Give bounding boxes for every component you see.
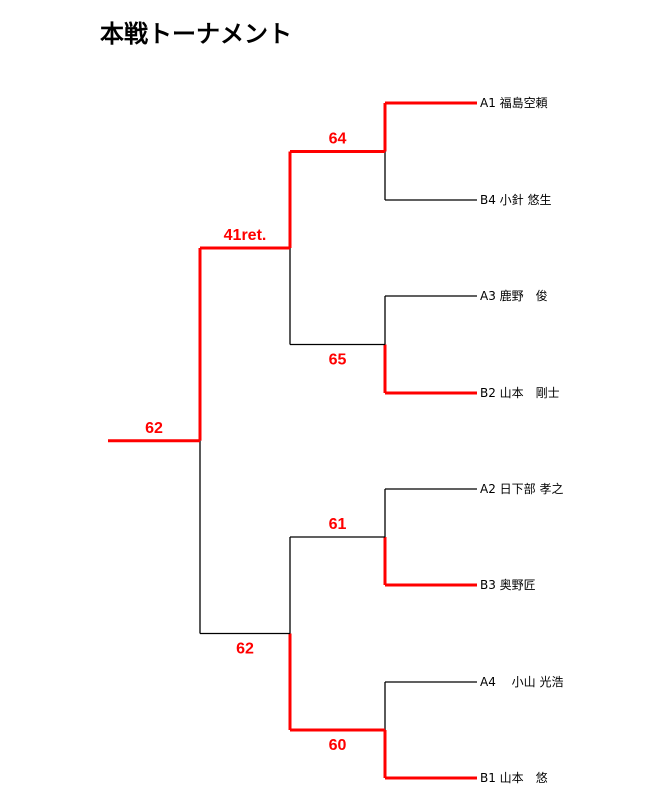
- player-label: B3 奥野匠: [480, 578, 536, 592]
- match-score: 62: [145, 420, 163, 437]
- match-score: 61: [329, 516, 347, 533]
- player-label: B4 小針 悠生: [480, 192, 552, 207]
- player-label: A3 鹿野 俊: [480, 288, 548, 303]
- player-label: B1 山本 悠: [480, 770, 548, 785]
- player-label: A2 日下部 孝之: [480, 481, 563, 496]
- player-label: A1 福島空頼: [480, 95, 548, 110]
- match-score: 62: [236, 641, 254, 658]
- match-score: 41ret.: [224, 227, 267, 244]
- match-score: 64: [329, 131, 347, 148]
- match-score: 60: [329, 737, 347, 754]
- page-title: 本戦トーナメント: [100, 20, 292, 48]
- player-label: B2 山本 剛士: [480, 386, 560, 400]
- player-label: A4 小山 光浩: [480, 675, 563, 689]
- match-score: 65: [329, 352, 347, 369]
